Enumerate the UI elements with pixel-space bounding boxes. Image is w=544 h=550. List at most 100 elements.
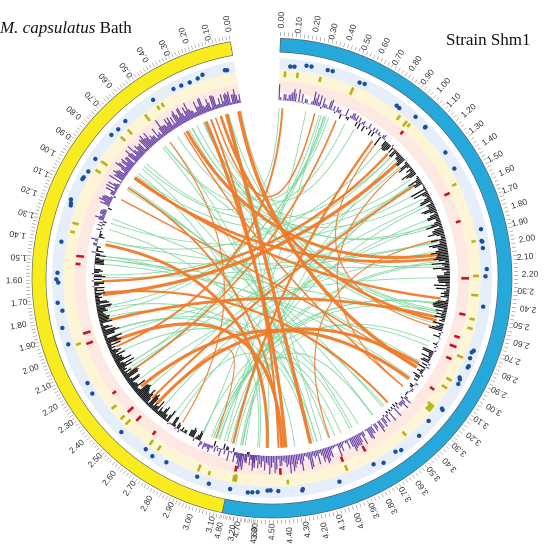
gc-skew-bar: [192, 437, 195, 442]
scale-minor-tick: [168, 54, 171, 59]
gc-skew-bar: [131, 383, 139, 389]
gc-skew-bar: [132, 379, 146, 390]
gc-skew-bar: [433, 284, 450, 287]
gc-skew-bar: [169, 116, 178, 128]
scale-minor-tick: [88, 113, 92, 117]
gc-skew-bar: [432, 230, 444, 235]
marker-red: [453, 334, 461, 339]
scale-minor-tick: [54, 391, 59, 394]
gc-skew-bar: [433, 257, 449, 261]
gc-skew-bar: [356, 123, 361, 129]
scale-minor-tick: [50, 169, 55, 172]
marker-blue: [86, 169, 91, 174]
gc-skew-bar: [323, 103, 326, 108]
gc-skew-bar: [171, 113, 180, 127]
gc-skew-bar: [401, 399, 406, 404]
scale-minor-tick: [31, 328, 36, 330]
scale-minor-tick: [510, 238, 515, 240]
marker-blue: [222, 67, 228, 73]
gc-skew-bar: [428, 242, 447, 248]
marker-blue: [68, 197, 74, 202]
scale-minor-tick: [401, 70, 405, 74]
gc-skew-bar: [354, 121, 358, 127]
gc-skew-bar: [139, 135, 152, 149]
marker-blue: [250, 490, 255, 495]
scale-minor-tick: [93, 108, 97, 112]
gc-skew-bar: [427, 216, 440, 222]
scale-minor-tick: [188, 505, 191, 510]
scale-label-minor: 1.50: [485, 148, 505, 165]
gc-skew-bar: [113, 196, 116, 199]
marker-blue: [288, 64, 293, 69]
scale-minor-tick: [96, 447, 100, 451]
scale-minor-tick: [316, 36, 318, 41]
gc-skew-bar: [390, 406, 393, 410]
gc-skew-bar: [338, 113, 342, 119]
gc-skew-bar: [436, 233, 445, 237]
scale-minor-tick: [490, 172, 495, 175]
scale-minor-tick: [98, 103, 102, 107]
gc-skew-bar: [361, 431, 366, 437]
gc-skew-bar: [431, 325, 443, 330]
marker-blue: [171, 86, 176, 92]
synteny-link-major: [102, 152, 389, 283]
gc-skew-bar: [393, 148, 395, 151]
gc-skew-bar: [135, 388, 141, 394]
gc-skew-bar: [185, 110, 191, 121]
gc-skew-bar: [117, 183, 121, 186]
scale-minor-tick: [434, 457, 438, 461]
marker-olive: [143, 113, 151, 122]
gc-skew-bar: [426, 223, 442, 230]
gc-skew-bar: [392, 403, 396, 408]
scale-minor-tick: [394, 65, 398, 70]
scale-label-minor: 1.10: [31, 164, 50, 180]
gc-skew-bar: [260, 455, 263, 468]
scale-minor-tick: [123, 470, 126, 475]
gc-skew-bar: [325, 104, 328, 109]
gc-skew-bar: [368, 426, 374, 434]
scale-label-major: 1.60: [6, 275, 23, 285]
gc-skew-bar: [104, 332, 123, 341]
scale-minor-tick: [370, 498, 373, 503]
scale-minor-tick: [111, 91, 115, 95]
gc-skew-bar: [147, 394, 158, 406]
scale-minor-tick: [509, 323, 514, 325]
scale-minor-tick: [491, 380, 495, 383]
gc-skew-bar: [348, 438, 354, 447]
gc-skew-bar: [149, 135, 157, 144]
gc-skew-bar: [385, 413, 389, 417]
gc-skew-bar: [319, 449, 323, 456]
gc-skew-bar: [253, 455, 256, 468]
scale-minor-tick: [495, 183, 500, 186]
gc-skew-bar: [125, 156, 136, 165]
gc-skew-bar: [362, 120, 366, 126]
scale-minor-tick: [354, 46, 357, 51]
ideogram-bath: [31, 41, 257, 518]
scale-minor-tick: [511, 315, 516, 317]
scale-label-major: 2.20: [522, 269, 539, 279]
gc-skew-bar: [415, 179, 421, 184]
gc-skew-bar: [442, 312, 447, 315]
gc-skew-bar: [428, 205, 436, 210]
scale-minor-tick: [509, 230, 514, 232]
marker-olive: [156, 105, 161, 111]
gc-skew-bar: [125, 369, 139, 380]
gc-skew-bar: [398, 163, 410, 173]
scale-minor-tick: [505, 214, 510, 217]
synteny-link-minor: [210, 119, 355, 202]
scale-minor-tick: [178, 501, 181, 506]
scale-minor-tick: [442, 103, 446, 107]
scale-minor-tick: [134, 478, 138, 483]
scale-minor-tick: [398, 68, 401, 72]
scale-minor-tick: [464, 424, 468, 428]
gc-skew-bar: [137, 384, 150, 396]
scale-minor-tick: [30, 230, 35, 232]
scale-minor-tick: [43, 368, 48, 371]
scale-minor-tick: [41, 362, 46, 365]
gc-skew-bar: [237, 99, 240, 104]
gc-skew-bar: [370, 425, 376, 434]
marker-blue: [397, 105, 402, 111]
marker-blue: [452, 166, 457, 171]
scale-minor-tick: [472, 140, 477, 144]
scale-minor-tick: [512, 246, 517, 248]
